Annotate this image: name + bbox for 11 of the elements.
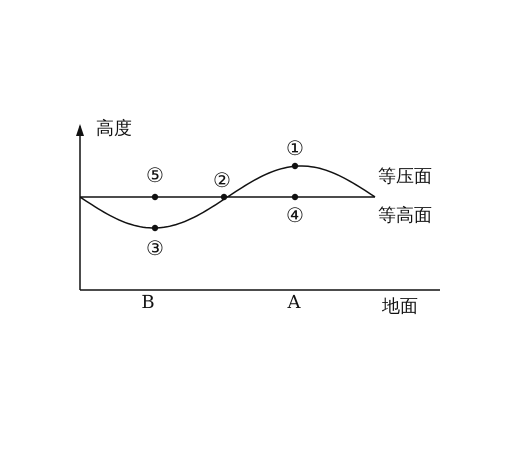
- point-label: ②: [213, 170, 231, 190]
- point-label: ④: [286, 205, 304, 225]
- point-label: ⑤: [146, 165, 164, 185]
- point-label: ①: [286, 138, 304, 158]
- curve-label: 等高面: [378, 207, 432, 225]
- axis-label: 高度: [96, 120, 132, 138]
- curve-label: 等压面: [378, 168, 432, 186]
- point-label: ③: [146, 238, 164, 258]
- place-label: A: [288, 294, 300, 312]
- ground-label: 地面: [382, 298, 418, 316]
- place-label: B: [141, 294, 155, 312]
